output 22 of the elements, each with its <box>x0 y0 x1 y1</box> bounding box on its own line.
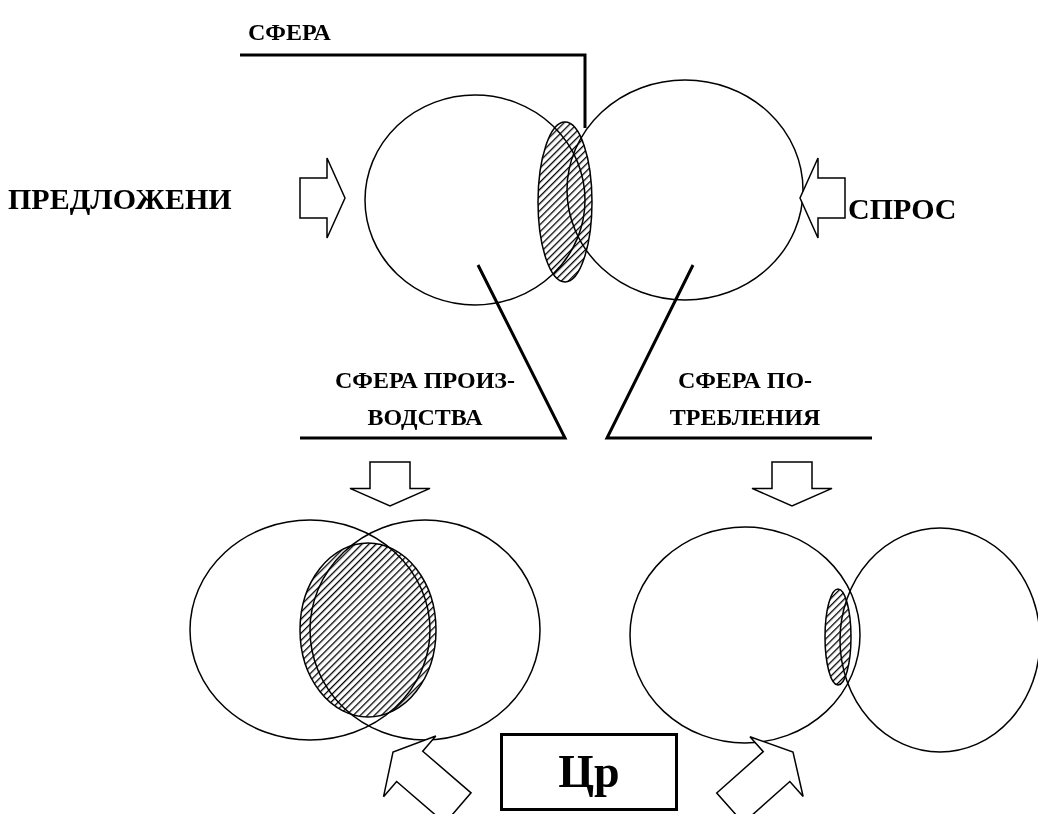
circle-outline <box>566 79 804 301</box>
circle-outline <box>629 526 861 744</box>
leader-line <box>300 264 568 440</box>
block-arrow <box>715 735 804 814</box>
block-arrow <box>382 735 473 814</box>
block-arrow <box>349 461 431 507</box>
leader-line <box>604 264 872 440</box>
diagram-label: Цр <box>557 745 621 799</box>
block-arrow <box>299 157 346 239</box>
circle-outline <box>364 94 586 306</box>
diagram-label: СПРОС <box>848 191 958 227</box>
diagram-label: ПРЕДЛОЖЕНИ <box>8 181 233 217</box>
hatched-overlap-ellipse <box>537 121 593 283</box>
circle-outline <box>309 519 541 741</box>
block-arrow <box>799 157 846 239</box>
diagram-label: СФЕРА <box>248 18 332 47</box>
circle-outline <box>839 527 1038 753</box>
block-arrow <box>751 461 833 507</box>
diagram-label: СФЕРА ПО- ТРЕБЛЕНИЯ <box>668 366 822 433</box>
label-box <box>500 733 678 811</box>
diagram-label: СФЕРА ПРОИЗ- ВОДСТВА <box>333 366 517 433</box>
circle-outline <box>189 519 431 741</box>
